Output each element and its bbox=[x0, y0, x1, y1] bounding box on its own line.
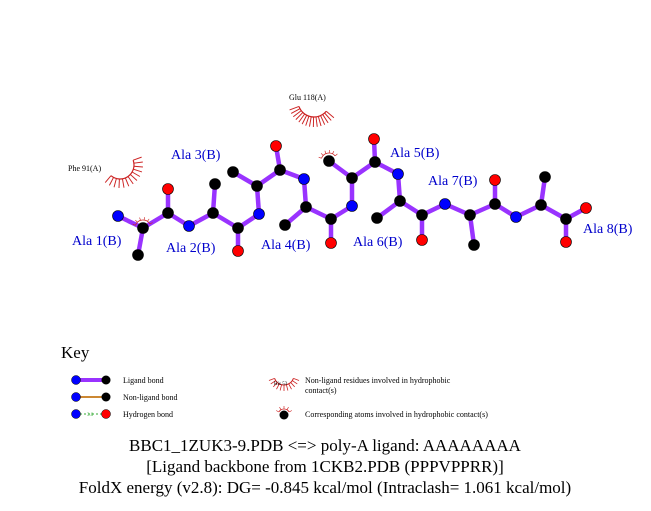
nitrogen-atom bbox=[112, 210, 124, 222]
key-ligand-atom-c bbox=[101, 375, 111, 385]
key-hbond-atom-n bbox=[71, 409, 81, 419]
nitrogen-atom bbox=[439, 198, 451, 210]
caption-line2: [Ligand backbone from 1CKB2.PDB (PPPVPPR… bbox=[146, 457, 503, 476]
caption-line1: BBC1_1ZUK3-9.PDB <=> poly-A ligand: AAAA… bbox=[129, 436, 522, 455]
carbon-atom bbox=[346, 172, 358, 184]
carbon-atom bbox=[468, 239, 480, 251]
key-hydrophobic-atoms-label: Corresponding atoms involved in hydropho… bbox=[305, 410, 488, 419]
carbon-atom bbox=[207, 207, 219, 219]
residue-label-ala4: Ala 4(B) bbox=[261, 238, 311, 253]
oxygen-atom bbox=[416, 234, 428, 246]
oxygen-atom bbox=[162, 183, 174, 195]
ligand-atoms bbox=[112, 133, 592, 261]
nitrogen-atom bbox=[298, 173, 310, 185]
carbon-atom bbox=[227, 166, 239, 178]
key-hydrophobic-residue-icon bbox=[268, 378, 300, 391]
carbon-atom bbox=[489, 198, 501, 210]
carbon-atom bbox=[209, 178, 221, 190]
carbon-atom bbox=[251, 180, 263, 192]
residue-label-ala3: Ala 3(B) bbox=[171, 148, 221, 163]
carbon-atom bbox=[300, 201, 312, 213]
key-nonligand-atom-n bbox=[71, 392, 81, 402]
key-hydrophobic-residues-label-line2: contact(s) bbox=[305, 386, 337, 395]
carbon-atom bbox=[535, 199, 547, 211]
hydrophobic-contact-glu118 bbox=[289, 106, 335, 128]
carbon-atom bbox=[416, 209, 428, 221]
residue-label-ala2: Ala 2(B) bbox=[166, 241, 216, 256]
key-hydrogen-bond-label: Hydrogen bond bbox=[123, 410, 173, 419]
carbon-atom bbox=[325, 213, 337, 225]
nitrogen-atom bbox=[392, 168, 404, 180]
nitrogen-atom bbox=[346, 200, 358, 212]
oxygen-atom bbox=[232, 245, 244, 257]
nitrogen-atom bbox=[253, 208, 265, 220]
oxygen-atom bbox=[368, 133, 380, 145]
carbon-atom bbox=[232, 222, 244, 234]
residue-label-ala1: Ala 1(B) bbox=[72, 234, 122, 249]
carbon-atom bbox=[464, 209, 476, 221]
key-hydrophobic-residues-label-line1: Non-ligand residues involved in hydropho… bbox=[305, 376, 451, 385]
key-hydrophobic-atom-dot bbox=[279, 410, 289, 420]
residue-label-ala6: Ala 6(B) bbox=[353, 235, 403, 250]
residue-label-ala7: Ala 7(B) bbox=[428, 174, 478, 189]
key-hydrophobic-atom-arc bbox=[276, 406, 292, 413]
caption-line3: FoldX energy (v2.8): DG= -0.845 kcal/mol… bbox=[79, 478, 571, 497]
carbon-atom bbox=[539, 171, 551, 183]
key-ligand-bond-label: Ligand bond bbox=[123, 376, 164, 385]
carbon-atom bbox=[394, 195, 406, 207]
key-hydrophobic-arc bbox=[268, 378, 300, 391]
residue-label-ala5: Ala 5(B) bbox=[390, 146, 440, 161]
key-sample-residue-label: His 53 bbox=[274, 382, 288, 387]
oxygen-atom bbox=[325, 237, 337, 249]
hydrophobic-contacts bbox=[104, 106, 338, 226]
carbon-atom bbox=[323, 155, 335, 167]
contact-label-glu118: Glu 118(A) bbox=[289, 93, 326, 102]
carbon-atom bbox=[369, 156, 381, 168]
oxygen-atom bbox=[580, 202, 592, 214]
key-nonligand-atom-c bbox=[101, 392, 111, 402]
hydrophobic-atom-contact-ala5 bbox=[318, 149, 338, 159]
key-ligand-atom-n bbox=[71, 375, 81, 385]
contact-label-phe91: Phe 91(A) bbox=[68, 164, 101, 173]
carbon-atom bbox=[371, 212, 383, 224]
residue-label-ala8: Ala 8(B) bbox=[583, 222, 633, 237]
carbon-atom bbox=[132, 249, 144, 261]
carbon-atom bbox=[560, 213, 572, 225]
carbon-atom bbox=[137, 222, 149, 234]
oxygen-atom bbox=[270, 140, 282, 152]
key-hydrophobic-atom-icon bbox=[276, 406, 292, 420]
carbon-atom bbox=[279, 219, 291, 231]
key-heading: Key bbox=[61, 343, 90, 362]
key-hbond-distance: 3.0 bbox=[87, 413, 94, 418]
key-hbond-atom-o bbox=[101, 409, 111, 419]
nitrogen-atom bbox=[510, 211, 522, 223]
oxygen-atom bbox=[489, 174, 501, 186]
hydrophobic-atom-contact-ala1 bbox=[132, 217, 153, 226]
nitrogen-atom bbox=[183, 220, 195, 232]
carbon-atom bbox=[274, 164, 286, 176]
oxygen-atom bbox=[560, 236, 572, 248]
hydrophobic-contact-phe91 bbox=[104, 156, 143, 188]
key-nonligand-bond-label: Non-ligand bond bbox=[123, 393, 177, 402]
carbon-atom bbox=[162, 207, 174, 219]
